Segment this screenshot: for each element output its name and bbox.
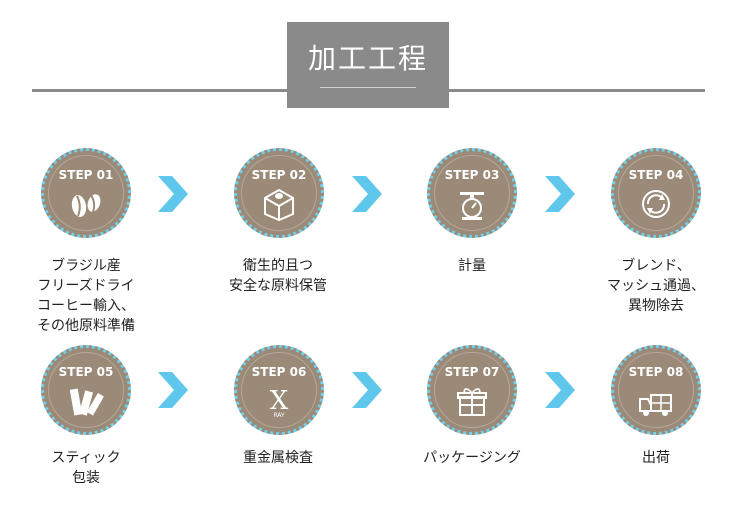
scale-icon (460, 192, 484, 220)
chevron-right-icon (545, 176, 575, 212)
step-05: STEP 05 (41, 345, 131, 435)
step-caption: 計量 (458, 258, 486, 274)
step-caption: ブレンド、 マッシュ通過、 異物除去 (607, 258, 705, 314)
step-badge (41, 148, 131, 238)
step-02: STEP 02 (234, 148, 324, 238)
step-08: STEP 08 (611, 345, 701, 435)
title-underline (320, 86, 416, 88)
step-label: STEP 04 (628, 168, 684, 182)
storage-box-icon (264, 188, 294, 222)
step-caption: 出荷 (642, 450, 670, 466)
step-label: STEP 08 (628, 365, 684, 379)
step-badge (611, 345, 701, 435)
step-label: STEP 06 (251, 365, 307, 379)
step-badge (427, 345, 517, 435)
coffee-beans-icon (71, 194, 101, 217)
step-badge (611, 148, 701, 238)
delivery-truck-icon (639, 394, 672, 416)
chevron-right-icon (545, 372, 575, 408)
step-badge (234, 148, 324, 238)
step-badge (234, 345, 324, 435)
step-label: STEP 05 (58, 365, 114, 379)
step-caption: 衛生的且つ 安全な原料保管 (229, 258, 327, 294)
chevron-right-icon (158, 372, 188, 408)
step-label: STEP 01 (58, 168, 114, 182)
step-06: STEP 06 X RAY (234, 345, 324, 435)
step-01: STEP 01 (41, 148, 131, 238)
step-badge (41, 345, 131, 435)
step-caption: ブラジル産 フリーズドライ コーヒー輸入、 その他原料準備 (37, 258, 135, 334)
gift-box-icon (457, 388, 487, 416)
step-07: STEP 07 (427, 345, 517, 435)
xray-letter: X (270, 386, 289, 416)
step-caption: パッケージング (423, 450, 521, 466)
step-04: STEP 04 (611, 148, 701, 238)
blend-cycle-icon (642, 190, 670, 218)
title-box: 加工工程 (287, 22, 449, 108)
xray-icon: X RAY (270, 386, 289, 419)
stick-pack-icon (69, 388, 104, 416)
step-label: STEP 03 (444, 168, 500, 182)
xray-sub: RAY (273, 412, 285, 419)
step-03: STEP 03 (427, 148, 517, 238)
step-label: STEP 07 (444, 365, 500, 379)
chevron-right-icon (352, 372, 382, 408)
page-title: 加工工程 (307, 41, 428, 75)
step-caption: スティック 包装 (51, 450, 121, 486)
chevron-right-icon (352, 176, 382, 212)
step-label: STEP 02 (251, 168, 307, 182)
chevron-right-icon (158, 176, 188, 212)
step-caption: 重金属検査 (243, 450, 313, 466)
